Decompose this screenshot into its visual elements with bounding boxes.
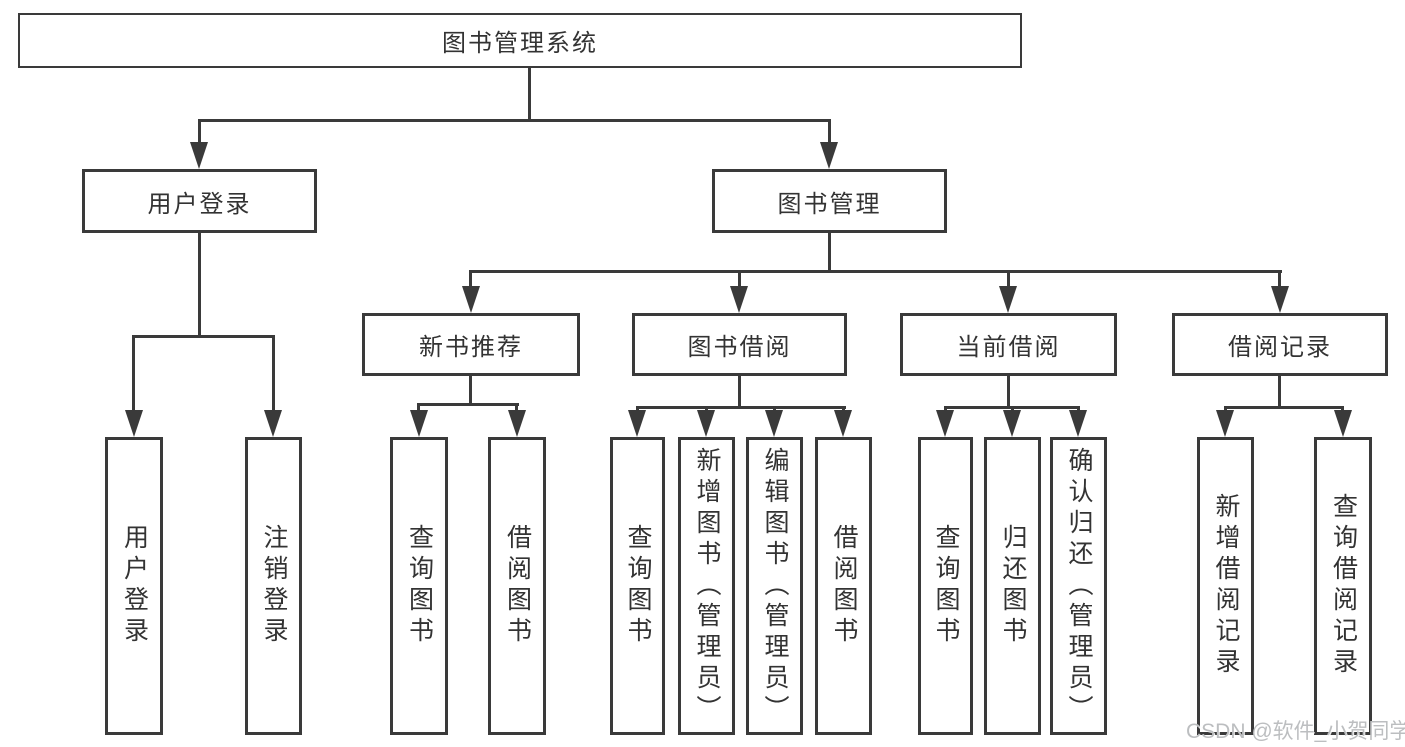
arrowhead-down bbox=[1003, 410, 1021, 437]
connector-drop bbox=[705, 406, 708, 412]
connector-drop bbox=[1224, 406, 1227, 412]
connector-root-stem bbox=[528, 67, 531, 122]
connector-drop bbox=[1341, 406, 1344, 412]
node-book-borrowing: 图书借阅 bbox=[632, 313, 847, 376]
connector-drop bbox=[738, 270, 741, 288]
connector-stem bbox=[1007, 376, 1010, 409]
connector-split bbox=[417, 403, 519, 406]
arrowhead-down bbox=[1069, 410, 1087, 437]
leaf-label: 用户登录 bbox=[120, 524, 149, 648]
leaf-query-borrow-record: 查询借阅记录 bbox=[1314, 437, 1372, 735]
leaf-user-login: 用户登录 bbox=[105, 437, 163, 735]
connector-drop bbox=[417, 403, 420, 412]
node-label: 用户登录 bbox=[147, 190, 252, 218]
leaf-borrow-books: 借阅图书 bbox=[815, 437, 872, 735]
connector-drop bbox=[944, 406, 947, 412]
arrowhead-down bbox=[1271, 286, 1289, 313]
node-label: 图书借阅 bbox=[687, 334, 792, 361]
arrowhead-down bbox=[999, 286, 1017, 313]
node-label: 借阅记录 bbox=[1228, 334, 1332, 361]
connector-split bbox=[132, 335, 275, 338]
connector-stem bbox=[198, 233, 201, 335]
node-label: 图书管理系统 bbox=[442, 30, 598, 57]
leaf-borrow-books: 借阅图书 bbox=[488, 437, 546, 735]
leaf-query-books: 查询图书 bbox=[918, 437, 973, 735]
arrowhead-down bbox=[410, 410, 428, 437]
arrowhead-down bbox=[1334, 410, 1352, 437]
arrowhead-down bbox=[508, 410, 526, 437]
connector-split bbox=[1224, 406, 1344, 409]
connector-drop bbox=[515, 403, 518, 412]
leaf-add-books-admin: 新增图书（管理员） bbox=[678, 437, 735, 735]
connector-root-split bbox=[198, 119, 831, 122]
leaf-return-books: 归还图书 bbox=[984, 437, 1041, 735]
node-current-borrowing: 当前借阅 bbox=[900, 313, 1117, 376]
connector-drop bbox=[842, 406, 845, 412]
connector-drop bbox=[1077, 406, 1080, 412]
leaf-label: 新增图书（管理员） bbox=[693, 446, 721, 726]
leaf-query-books: 查询图书 bbox=[610, 437, 665, 735]
connector-stem bbox=[469, 376, 472, 406]
connector-drop bbox=[1011, 406, 1014, 412]
node-label: 当前借阅 bbox=[956, 334, 1061, 361]
arrowhead-down bbox=[697, 410, 715, 437]
leaf-edit-books-admin: 编辑图书（管理员） bbox=[746, 437, 803, 735]
connector-drop bbox=[828, 119, 831, 145]
leaf-label: 借阅图书 bbox=[830, 524, 858, 648]
csdn-watermark: CSDN @软件_小贺同学 bbox=[1186, 720, 1405, 743]
arrowhead-down bbox=[628, 410, 646, 437]
node-label: 新书推荐 bbox=[419, 334, 523, 361]
leaf-label: 编辑图书（管理员） bbox=[761, 446, 789, 726]
arrowhead-down bbox=[765, 410, 783, 437]
arrowhead-down bbox=[834, 410, 852, 437]
leaf-label: 确认归还（管理员） bbox=[1065, 446, 1093, 726]
connector-split bbox=[469, 270, 1282, 273]
arrowhead-down bbox=[264, 410, 282, 437]
arrowhead-down bbox=[730, 286, 748, 313]
node-library-system: 图书管理系统 bbox=[18, 13, 1022, 68]
connector-drop bbox=[636, 406, 639, 412]
leaf-label: 查询借阅记录 bbox=[1329, 493, 1358, 679]
connector-drop bbox=[1007, 270, 1010, 288]
connector-stem bbox=[738, 376, 741, 409]
leaf-label: 归还图书 bbox=[999, 524, 1027, 648]
node-label: 图书管理 bbox=[777, 190, 882, 218]
connector-stem bbox=[828, 233, 831, 273]
leaf-label: 查询图书 bbox=[624, 524, 652, 648]
node-borrowing-records: 借阅记录 bbox=[1172, 313, 1388, 376]
arrowhead-down bbox=[125, 410, 143, 437]
node-user-login: 用户登录 bbox=[82, 169, 317, 233]
node-book-management: 图书管理 bbox=[712, 169, 947, 233]
leaf-query-books: 查询图书 bbox=[390, 437, 448, 735]
connector-stem bbox=[1278, 376, 1281, 409]
leaf-label: 借阅图书 bbox=[503, 524, 532, 648]
arrowhead-down bbox=[936, 410, 954, 437]
arrowhead-down bbox=[462, 286, 480, 313]
connector-drop bbox=[132, 335, 135, 412]
leaf-confirm-return-admin: 确认归还（管理员） bbox=[1050, 437, 1107, 735]
connector-drop bbox=[773, 406, 776, 412]
connector-drop bbox=[469, 270, 472, 288]
connector-drop bbox=[1278, 270, 1281, 288]
connector-drop bbox=[272, 335, 275, 412]
connector-drop bbox=[198, 119, 201, 145]
arrowhead-down bbox=[820, 142, 838, 169]
leaf-add-borrow-record: 新增借阅记录 bbox=[1197, 437, 1254, 735]
leaf-label: 注销登录 bbox=[260, 524, 288, 648]
node-new-book-recommendation: 新书推荐 bbox=[362, 313, 580, 376]
leaf-logout: 注销登录 bbox=[245, 437, 302, 735]
connector-split bbox=[636, 406, 846, 409]
leaf-label: 查询图书 bbox=[405, 524, 434, 648]
leaf-label: 新增借阅记录 bbox=[1212, 493, 1240, 679]
leaf-label: 查询图书 bbox=[932, 524, 960, 648]
arrowhead-down bbox=[1216, 410, 1234, 437]
arrowhead-down bbox=[190, 142, 208, 169]
